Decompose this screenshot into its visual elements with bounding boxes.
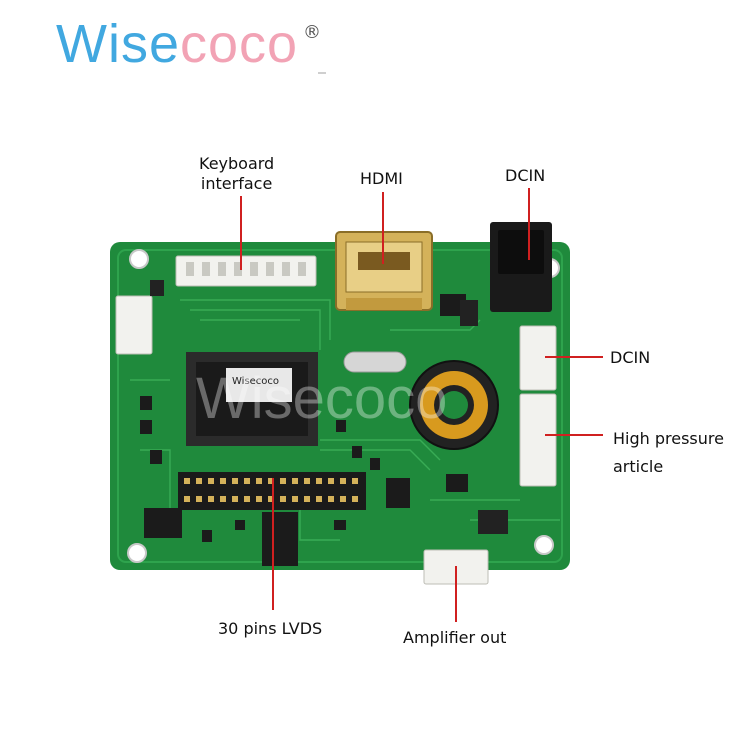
lvds-label: 30 pins LVDS: [218, 619, 323, 638]
mount-hole-top-left: [129, 249, 149, 269]
amplifier-out-label: Amplifier out: [403, 628, 507, 647]
keyboard-interface-label: Keyboard interface: [199, 154, 274, 194]
keyboard-label-line2: interface: [200, 174, 273, 193]
dc-jack: [490, 222, 552, 312]
dcin-top-pointer-line: [528, 188, 530, 260]
mount-hole-bottom-right: [534, 535, 554, 555]
mount-hole-bottom-left: [127, 543, 147, 563]
amplifier-pointer-line: [455, 566, 457, 622]
crystal-oscillator: [343, 351, 407, 373]
dcin-right-label: DCIN: [610, 348, 651, 367]
hdmi-pointer-line: [382, 192, 384, 264]
registered-mark: ®: [303, 22, 321, 43]
hdmi-label: HDMI: [360, 169, 403, 188]
dcin-right-pointer-line: [545, 356, 603, 358]
dcin-connector: [519, 325, 557, 391]
lvds-pointer-line: [272, 478, 274, 610]
main-ic-chip: Wisecoco: [186, 352, 318, 446]
small-ic-chip: [144, 508, 182, 538]
hdmi-connector: [335, 231, 433, 311]
lvds-ic: [262, 512, 298, 566]
watermark-text: Wisecoco: [196, 366, 447, 431]
inductor-coil: [409, 360, 499, 450]
dcin-top-label: DCIN: [505, 166, 546, 185]
logo-divider: [318, 72, 326, 74]
keyboard-pointer-line: [240, 196, 242, 270]
brand-logo: Wisecoco: [56, 12, 298, 76]
keyboard-connector: [175, 255, 317, 287]
svg-text:Wisecoco: Wisecoco: [232, 376, 279, 387]
brand-logo-part2: coco: [180, 14, 299, 74]
high-pressure-label: High pressure article: [613, 425, 724, 481]
keyboard-label-line1: Keyboard: [199, 154, 275, 173]
left-connector: [115, 295, 153, 355]
high-pressure-pointer-line: [545, 434, 603, 436]
high-pressure-connector: [519, 393, 557, 487]
brand-logo-part1: Wise: [56, 14, 180, 74]
high-pressure-label-line2: article: [613, 457, 664, 476]
high-pressure-label-line1: High pressure: [613, 429, 724, 448]
watermark-registered: ®: [570, 353, 592, 378]
